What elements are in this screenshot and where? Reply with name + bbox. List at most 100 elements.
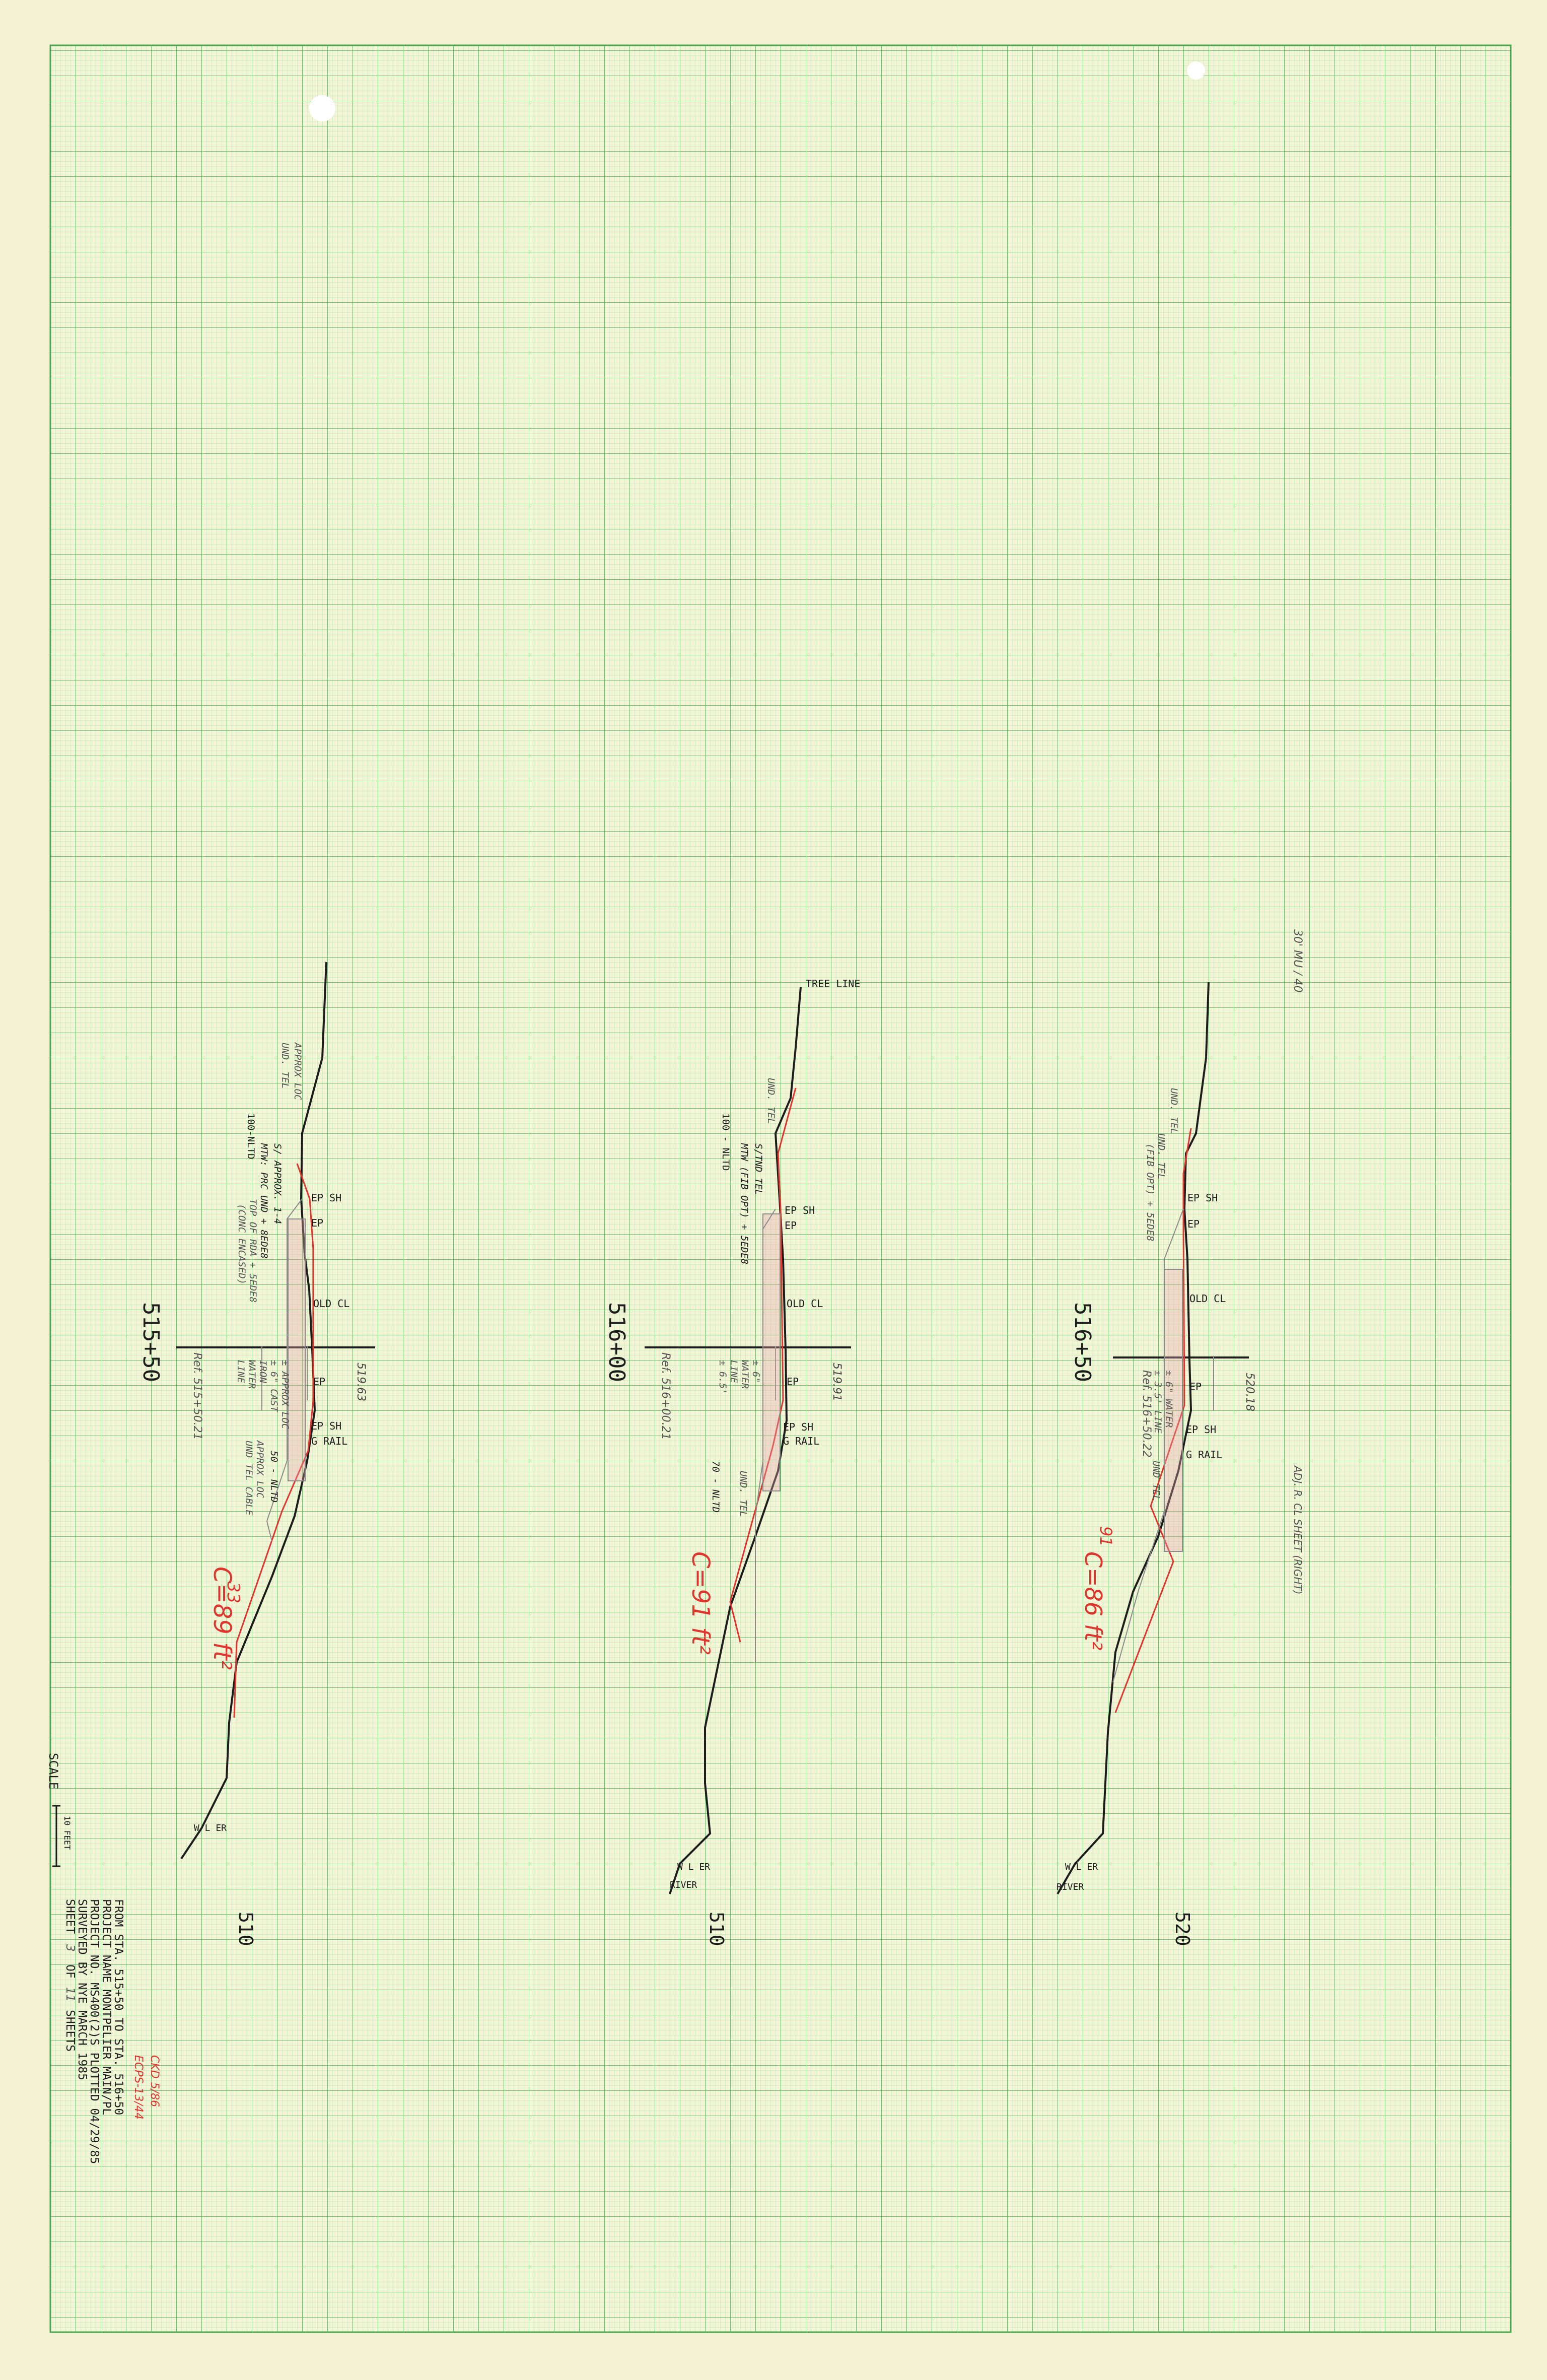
svg-text:IRON: IRON [257,1360,268,1383]
label-wl-er: W L ER [194,1823,227,1833]
pavement-box [1164,1269,1183,1552]
label-wl-er: W L ER [677,1862,710,1872]
scale-label: SCALE [46,1753,60,1789]
existing-pencil [755,1208,776,1662]
notes-lower: ± 6" WATER LINE ± 6.5' 70 - NLTD UND. TE… [710,1360,761,1517]
label-g-rail: G RAIL [311,1435,347,1447]
station-label: 515+50 [138,1302,164,1382]
ground-profile [1057,982,1210,1895]
title-block: FROM STA. 515+50 TO STA. 516+50 PROJECT … [63,1899,125,2164]
side-note: ADJ. R. CL SHEET (RIGHT) [1292,1465,1304,1595]
svg-text:SHEET: SHEET [63,1899,77,1934]
pavement-box [288,1218,306,1481]
notes-lower: ± 6" WATER ± 3.5' LINE UND TEL [1151,1370,1174,1501]
red-area-note: C=86 ft² [1080,1551,1107,1651]
label-ep-sh: EP SH [311,1192,341,1204]
notes-upper: UND. TEL UND. TEL (FIB OPT) + 5EDE8 [1145,1088,1179,1241]
svg-text:MTW (FIB OPT) + 5EDE8: MTW (FIB OPT) + 5EDE8 [739,1143,750,1264]
section-516-00: TREE LINE EP SH EP OLD CL EP EP SH G RAI… [604,978,860,1946]
station-label: 516+00 [604,1302,629,1382]
svg-text:70 - NLTD: 70 - NLTD [710,1461,721,1513]
label-river: RIVER [1057,1882,1084,1892]
label-tree-line: TREE LINE [806,978,860,990]
svg-text:WATER: WATER [739,1360,750,1389]
grade-elevation: 520.18 [1243,1373,1256,1411]
sheet-number-handwritten: 3 [63,1944,77,1952]
margin-red-note-2: CKD 5/86 [148,2055,161,2107]
existing-pencil [266,1198,303,1542]
pavement-box [762,1213,781,1491]
label-ep-sh: EP SH [785,1204,815,1216]
section-516-50: 30' MU / 40 EP SH EP OLD CL EP EP SH G R… [1057,929,1304,1946]
notes-lower: ± APPROX LOC ± 6" CAST IRON WATER LINE 5… [235,1360,291,1516]
scale-bar: SCALE 10 FEET [46,1753,72,1867]
grade-elevation: 519.91 [830,1363,843,1401]
reference-note: Ref. 516+50.22 [1140,1370,1153,1458]
title-sheet-number: SHEET 3 OF 11 SHEETS [63,1899,77,2052]
red-area-note: C=89 ft² [208,1567,236,1670]
svg-text:UND. TEL: UND. TEL [738,1471,749,1517]
svg-text:(FIB OPT) + 5EDE8: (FIB OPT) + 5EDE8 [1145,1143,1156,1241]
label-ep-sh-2: EP SH [311,1420,341,1432]
elevation-label: 510 [706,1912,728,1946]
svg-text:S/ APPROX. 1-4: S/ APPROX. 1-4 [272,1143,283,1224]
margin-red-note: ECPS-13/44 [132,2055,145,2120]
punch-hole [309,95,335,121]
elevation-label: 520 [1171,1912,1193,1946]
label-ep: EP [311,1217,323,1229]
svg-text:WATER: WATER [246,1360,257,1389]
reference-note: Ref. 516+00.21 [659,1352,672,1440]
label-ep-2: EP [313,1376,325,1388]
station-label: 516+50 [1070,1302,1095,1382]
notes-upper: APPROX LOC UND. TEL 100-NLTD S/ APPROX. … [236,1042,303,1303]
svg-text:TOP OF RDA + 5EDE8: TOP OF RDA + 5EDE8 [247,1199,258,1303]
ground-profile [180,962,327,1860]
label-ep-sh-2: EP SH [783,1421,813,1433]
svg-text:± 6" CAST: ± 6" CAST [268,1360,279,1413]
svg-text:50 - NLTD: 50 - NLTD [268,1451,279,1503]
svg-text:UND TEL CABLE: UND TEL CABLE [243,1441,254,1516]
label-top-note: 30' MU / 40 [1291,929,1304,993]
svg-text:APPROX LOC: APPROX LOC [254,1440,265,1499]
red-check: 91 [1096,1526,1115,1547]
label-old-cl: OLD CL [1189,1293,1226,1305]
label-river: RIVER [670,1880,697,1890]
notes-upper: UND. TEL S/TND TEL 100 - NLTD MTW (FIB O… [720,1078,777,1264]
svg-text:APPROX LOC: APPROX LOC [292,1042,303,1101]
sheet-total-handwritten: 11 [63,1987,77,2002]
svg-text:LINE: LINE [728,1360,739,1383]
label-g-rail: G RAIL [783,1435,819,1447]
svg-text:± 6": ± 6" [750,1360,761,1383]
svg-text:SHEETS: SHEETS [63,2010,77,2052]
title-project-no: PROJECT NO. MS400(2)S PLOTTED 04/29/85 [88,1899,101,2164]
existing-pencil [1112,1208,1184,1683]
title-from-to: FROM STA. 515+50 TO STA. 516+50 [112,1899,125,2115]
svg-text:± APPROX LOC: ± APPROX LOC [279,1360,291,1430]
label-wl-er: W L ER [1065,1862,1098,1872]
title-project-name: PROJECT NAME MONTPELIER MAIN/PL [100,1899,113,2115]
punch-hole [1187,61,1205,80]
label-old-cl: OLD CL [313,1298,349,1310]
scale-bar-label: 10 FEET [62,1816,72,1850]
label-ep: EP [785,1219,797,1232]
svg-text:± 3.5' LINE: ± 3.5' LINE [1152,1370,1163,1434]
svg-text:± 6.5': ± 6.5' [717,1360,728,1395]
svg-text:LINE: LINE [235,1360,246,1383]
label-ep-sh-2: EP SH [1186,1423,1216,1436]
label-ep-sh: EP SH [1187,1192,1218,1204]
label-ep-2: EP [1189,1381,1202,1393]
svg-text:± 6" WATER: ± 6" WATER [1163,1370,1174,1427]
grid-border [49,44,1512,2333]
svg-text:100-NLTD: 100-NLTD [245,1113,256,1160]
svg-text:OF: OF [63,1964,77,1979]
svg-text:MTW: PRC UND + 8EDE8: MTW: PRC UND + 8EDE8 [258,1143,269,1259]
reference-note: Ref. 515+50.21 [191,1352,203,1440]
label-ep-2: EP [787,1376,799,1388]
svg-text:(CONC ENCASED): (CONC ENCASED) [236,1204,247,1284]
red-area-note: C=91 ft² [686,1551,715,1655]
svg-text:UND. TEL: UND. TEL [1156,1133,1167,1180]
svg-text:UND TEL: UND TEL [1151,1461,1162,1501]
svg-text:100 - NLTD: 100 - NLTD [720,1113,731,1171]
svg-text:UND. TEL: UND. TEL [279,1043,291,1089]
